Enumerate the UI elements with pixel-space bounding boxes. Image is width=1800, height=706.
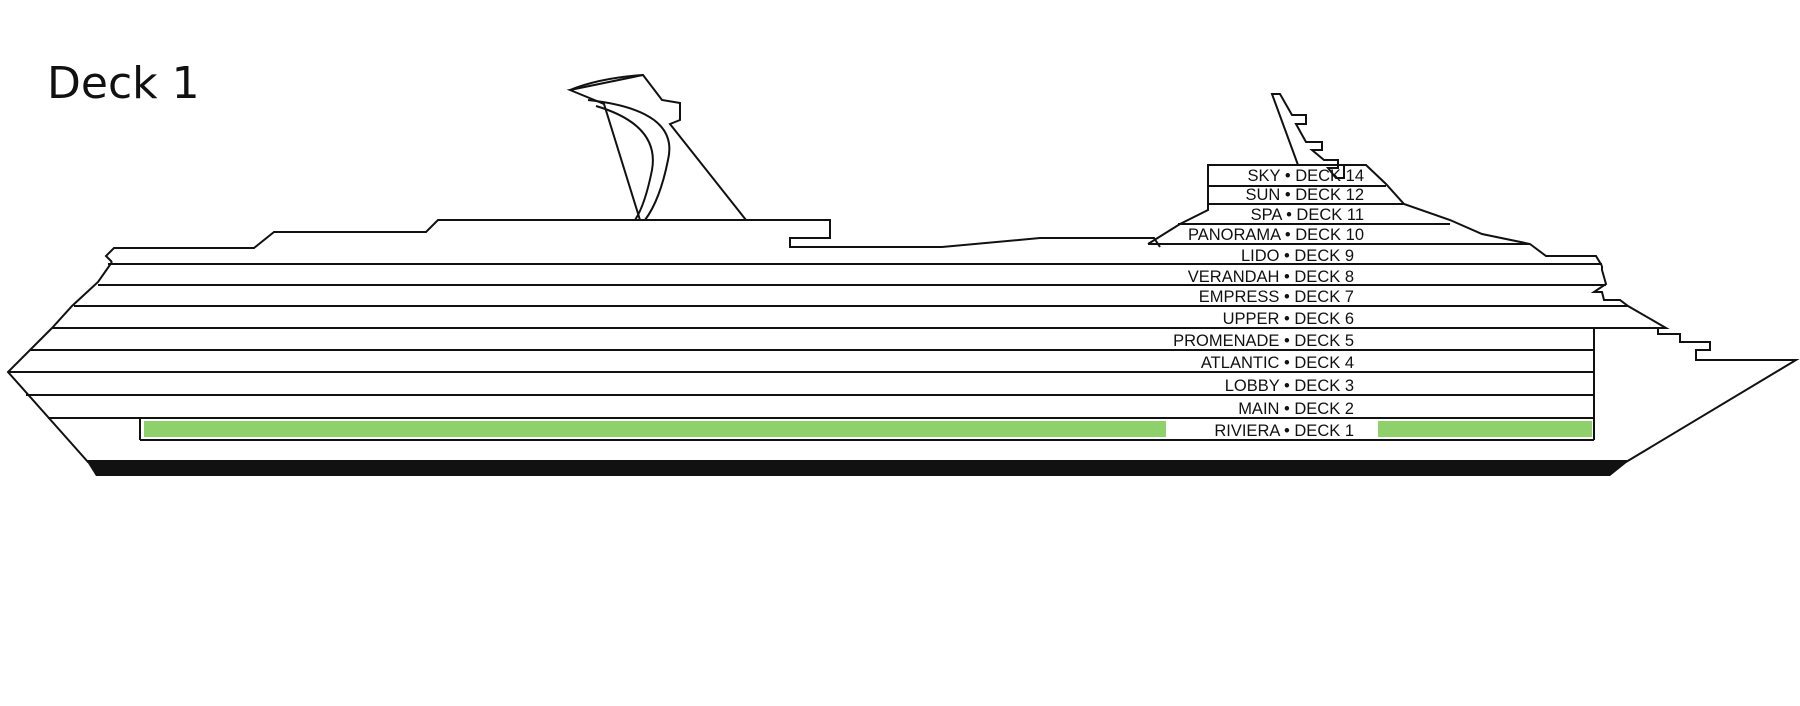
deck-label-9[interactable]: LIDO • DECK 9 [1241,247,1354,265]
deck-label-5[interactable]: PROMENADE • DECK 5 [1173,332,1354,350]
mast [1270,93,1345,179]
hull [6,261,1800,476]
deck-label-12[interactable]: SUN • DECK 12 [1245,186,1364,204]
deck-1-highlight [144,421,1592,437]
deck-1-highlight-forward [1378,421,1592,437]
deck-label-7[interactable]: EMPRESS • DECK 7 [1199,288,1354,306]
funnel [566,73,749,221]
deck-label-4[interactable]: ATLANTIC • DECK 4 [1201,354,1354,372]
deck-label-6[interactable]: UPPER • DECK 6 [1223,310,1354,328]
deck-labels: SKY • DECK 14 SUN • DECK 12 SPA • DECK 1… [1173,167,1364,440]
forward-superstructure [1147,164,1603,267]
deck-label-8[interactable]: VERANDAH • DECK 8 [1188,268,1354,286]
aft-superstructure [104,219,1161,263]
deck-label-3[interactable]: LOBBY • DECK 3 [1225,377,1354,395]
deck-1-highlight-aft [144,421,1166,437]
deck-label-14[interactable]: SKY • DECK 14 [1248,167,1364,185]
deck-label-1[interactable]: RIVIERA • DECK 1 [1214,422,1354,440]
deck-label-11[interactable]: SPA • DECK 11 [1251,206,1364,224]
deck-label-10[interactable]: PANORAMA • DECK 10 [1188,226,1364,244]
deck-lines [8,263,1666,441]
deck-label-2[interactable]: MAIN • DECK 2 [1238,400,1354,418]
page-title: Deck 1 [47,58,200,109]
